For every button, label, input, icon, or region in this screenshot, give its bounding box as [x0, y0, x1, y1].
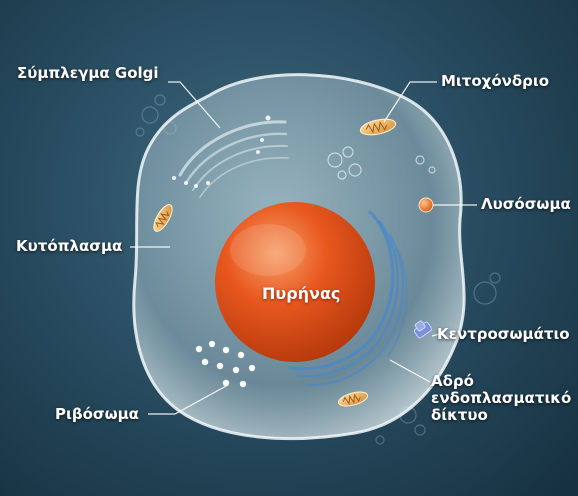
rough-er-label-line3: δίκτυο	[431, 407, 578, 424]
nucleus	[215, 202, 375, 362]
golgi-label: Σύμπλεγμα Golgi	[17, 65, 159, 82]
centrosome-label: Κεντροσωμάτιο	[437, 326, 570, 343]
rough-er-label: Αδρό ενδοπλασματικό δίκτυο	[431, 373, 578, 424]
cytoplasm-label: Κυτόπλασμα	[16, 238, 122, 255]
mitochondrion-label: Μιτοχόνδριο	[441, 73, 549, 90]
lysosome-icon	[419, 198, 433, 212]
ribosome-label: Ριβόσωμα	[55, 406, 139, 423]
nucleus-label: Πυρήνας	[262, 285, 340, 302]
rough-er-label-line2: ενδοπλασματικό	[431, 390, 578, 407]
rough-er-label-line1: Αδρό	[431, 373, 578, 390]
lysosome-label: Λυσόσωμα	[481, 196, 571, 213]
nucleus-highlight	[230, 224, 306, 276]
